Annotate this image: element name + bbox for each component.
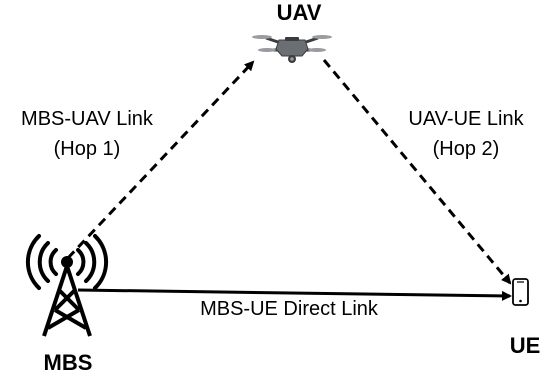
direct-link-label: MBS-UE Direct Link xyxy=(200,298,379,320)
hop2-link-label: UAV-UE Link xyxy=(408,108,524,130)
drone-icon xyxy=(252,35,332,63)
hop1-link-label: MBS-UAV Link xyxy=(21,108,154,130)
ue-label: UE xyxy=(510,333,541,358)
uav-label: UAV xyxy=(277,0,322,25)
hop2-link-sublabel: (Hop 2) xyxy=(433,138,500,160)
hop1-link-line xyxy=(66,60,255,260)
hop2-link-line xyxy=(322,59,512,285)
mbs-label: MBS xyxy=(44,350,93,375)
hop1-link-sublabel: (Hop 1) xyxy=(54,138,121,160)
smartphone-icon xyxy=(512,278,529,306)
cell-tower-icon xyxy=(25,234,109,337)
direct-link-line xyxy=(77,288,512,301)
